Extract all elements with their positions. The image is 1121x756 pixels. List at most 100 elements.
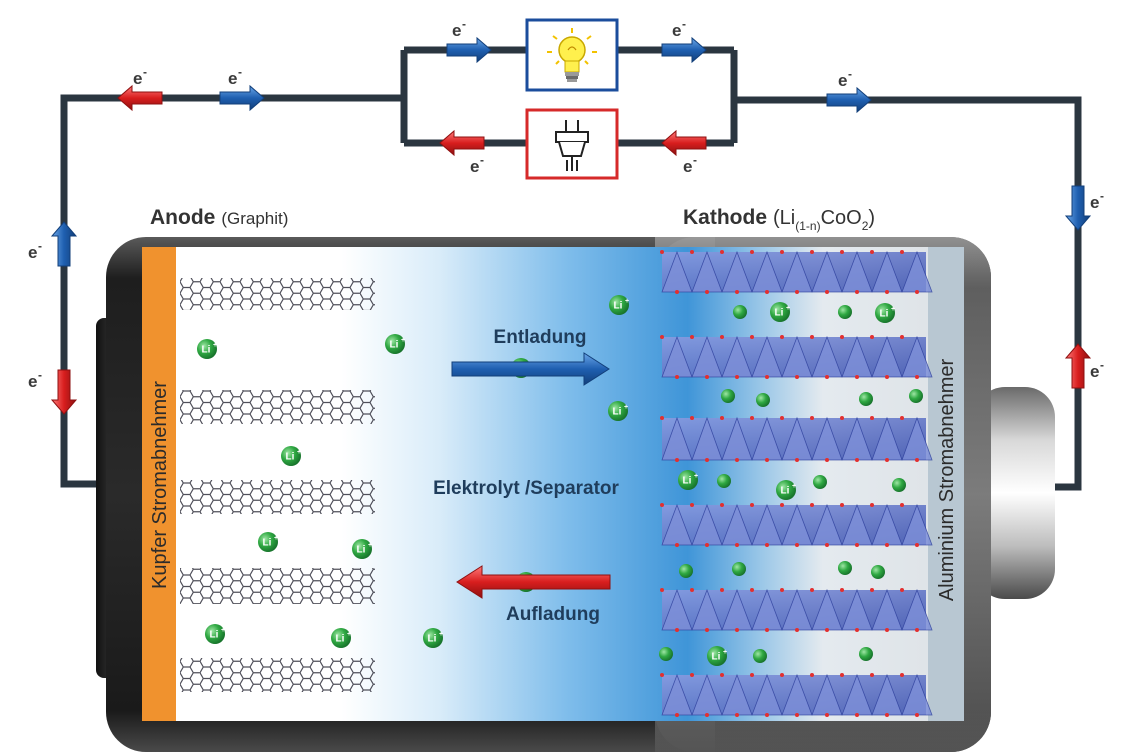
electron-label: e xyxy=(470,157,479,176)
electron-arrow: e- xyxy=(446,17,492,64)
cathode-formula-sub2: 2 xyxy=(862,219,869,233)
lithium-ion-label: Li xyxy=(775,308,784,319)
lithium-ion: Li+ xyxy=(776,480,796,500)
copper-collector xyxy=(142,247,176,721)
power-plug-icon xyxy=(555,120,589,171)
discharge-label: Entladung xyxy=(494,327,587,348)
electron-arrow: e- xyxy=(661,129,707,176)
lithium-ion-charge: + xyxy=(274,535,278,542)
anode-material: (Graphit) xyxy=(221,209,288,228)
electron-charge: - xyxy=(848,67,852,81)
cathode-formula-close: ) xyxy=(868,207,875,229)
lithium-ion-charge: + xyxy=(221,627,225,634)
crystal-layer xyxy=(660,335,933,379)
lithium-ion-charge: + xyxy=(401,337,405,344)
graphite-layer xyxy=(180,390,375,424)
electron-label: e xyxy=(683,157,692,176)
electron-label: e xyxy=(28,243,37,262)
lithium-ion-label: Li xyxy=(428,634,437,645)
electron-charge: - xyxy=(238,65,242,79)
lithium-ion-charge: + xyxy=(723,649,727,656)
lithium-ion xyxy=(871,565,885,579)
lithium-ion xyxy=(721,389,735,403)
electron-arrows: e-e-e-e-e-e-e-e-e-e-e- xyxy=(28,17,1104,415)
electron-charge: - xyxy=(38,239,42,253)
crystal-layer xyxy=(660,588,933,632)
electron-arrow: e- xyxy=(219,65,265,112)
lithium-ion-charge: + xyxy=(624,404,628,411)
lithium-ion: Li+ xyxy=(197,339,217,359)
lithium-ion-charge: + xyxy=(786,305,790,312)
electron-arrow: e- xyxy=(661,17,707,64)
lithium-ion: Li+ xyxy=(331,628,351,648)
lithium-ion-label: Li xyxy=(781,486,790,497)
lithium-ion xyxy=(753,649,767,663)
lamp-box xyxy=(525,18,619,92)
electron-charge: - xyxy=(462,17,466,31)
lithium-ion-label: Li xyxy=(613,407,622,418)
lithium-ion-label: Li xyxy=(336,634,345,645)
lithium-ion: Li+ xyxy=(281,446,301,466)
wire-right xyxy=(734,96,1082,491)
lithium-ion-charge: + xyxy=(347,631,351,638)
cathode-title: Kathode xyxy=(683,206,767,229)
graphite-layers xyxy=(180,278,375,692)
lithium-ion: Li+ xyxy=(205,624,225,644)
graphite-layer xyxy=(180,568,375,604)
cathode-label: Kathode(Li(1-n)CoO2) xyxy=(683,206,875,233)
electron-arrow: e- xyxy=(28,221,78,267)
electron-label: e xyxy=(838,71,847,90)
lithium-ion: Li+ xyxy=(770,302,790,322)
lithium-ion xyxy=(756,393,770,407)
charge-arrow xyxy=(456,565,611,599)
crystal-layer xyxy=(660,503,933,547)
electron-arrow: e- xyxy=(826,67,872,114)
electron-charge: - xyxy=(143,65,147,79)
electron-charge: - xyxy=(1100,358,1104,372)
lithium-ion-label: Li xyxy=(286,452,295,463)
cathode-formula-sub1: (1-n) xyxy=(795,219,820,233)
crystal-layer xyxy=(660,250,933,294)
lithium-ion-charge: + xyxy=(625,298,629,305)
lithium-ion xyxy=(859,647,873,661)
lithium-ion-label: Li xyxy=(880,309,889,320)
lithium-ion: Li+ xyxy=(678,470,698,490)
lithium-ion: Li+ xyxy=(875,303,895,323)
electron-charge: - xyxy=(480,153,484,167)
lithium-ion xyxy=(892,478,906,492)
lithium-ion: Li+ xyxy=(385,334,405,354)
electron-label: e xyxy=(452,21,461,40)
lithium-ion xyxy=(717,474,731,488)
electron-label: e xyxy=(133,69,142,88)
lithium-ion-label: Li xyxy=(390,340,399,351)
svg-text:Kathode(Li(1-n)CoO2): Kathode(Li(1-n)CoO2) xyxy=(683,206,875,233)
electron-arrow: e- xyxy=(28,368,78,415)
lithium-ion: Li+ xyxy=(423,628,443,648)
electron-arrow: e- xyxy=(1064,343,1104,389)
graphite-layer xyxy=(180,480,375,514)
electron-label: e xyxy=(1090,193,1099,212)
electron-arrow: e- xyxy=(439,129,485,176)
electron-label: e xyxy=(28,372,37,391)
svg-text:Anode(Graphit): Anode (Graphit) xyxy=(150,206,288,229)
lithium-ion xyxy=(659,647,673,661)
cathode-formula-open: (Li xyxy=(773,207,795,229)
lithium-ion-charge: + xyxy=(694,473,698,480)
charge-label: Aufladung xyxy=(506,604,600,625)
electron-charge: - xyxy=(682,17,686,31)
anode-label: Anode (Graphit) xyxy=(150,206,288,229)
lithium-ion xyxy=(679,564,693,578)
lithium-ion: Li+ xyxy=(608,401,628,421)
lithium-ion xyxy=(838,561,852,575)
lithium-ion-label: Li xyxy=(263,538,272,549)
lithium-ion-label: Li xyxy=(202,345,211,356)
lithium-ion-label: Li xyxy=(614,301,623,312)
electrolyte-label: Elektrolyt /Separator xyxy=(433,478,619,499)
lithium-ion: Li+ xyxy=(609,295,629,315)
anode-title: Anode xyxy=(150,206,215,229)
lithium-ion-label: Li xyxy=(210,630,219,641)
lithium-ion xyxy=(838,305,852,319)
electron-charge: - xyxy=(38,368,42,382)
cathode-crystal-layers xyxy=(660,250,933,717)
